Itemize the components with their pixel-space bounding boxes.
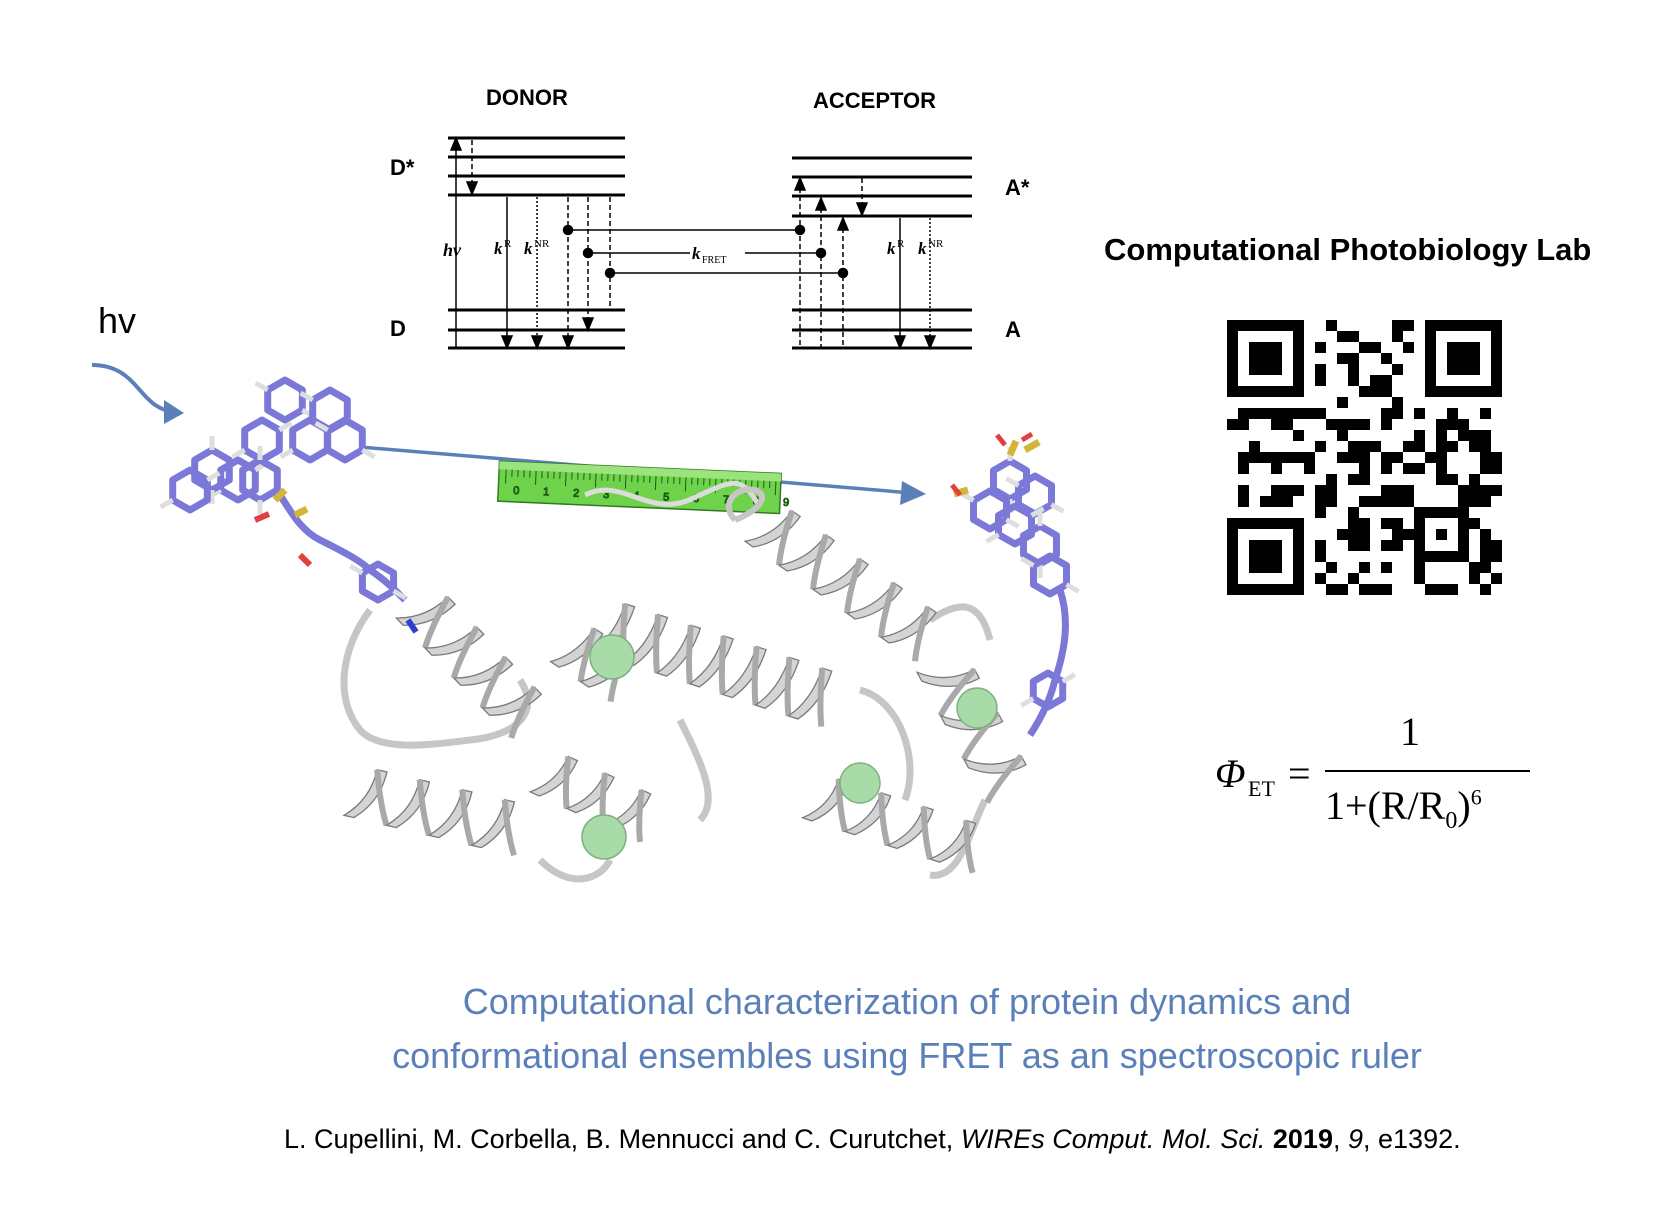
alpha-helix [589, 602, 833, 727]
fret-couplings [562, 224, 849, 279]
kr-acceptor-label: k [887, 239, 896, 258]
fret-arrowhead-icon [900, 481, 926, 505]
helices [342, 509, 1027, 874]
kfret-label: k [692, 244, 701, 263]
formula-denominator: 1+(R/R0)6 [1325, 782, 1482, 835]
acceptor-transitions [793, 176, 937, 350]
knr-donor-label: k [524, 239, 533, 258]
citation-article: , e1392. [1363, 1124, 1461, 1154]
alpha-helix [528, 755, 652, 843]
calcium-ions [581, 634, 998, 860]
alpha-helix [743, 509, 938, 662]
qr-code [1227, 320, 1502, 595]
acceptor-dye-molecule [950, 431, 1080, 737]
knr-donor-sup: NR [534, 238, 550, 250]
citation-authors: L. Cupellini, M. Corbella, B. Mennucci a… [284, 1124, 961, 1154]
caption-line-1: Computational characterization of protei… [462, 981, 1352, 1022]
kfret-sub: FRET [702, 255, 726, 266]
ruler-tick-label: 2 [573, 487, 580, 499]
caption-line-2: conformational ensembles using FRET as a… [392, 1035, 1422, 1076]
acceptor-label: ACCEPTOR [813, 88, 936, 113]
kr-donor-label: k [494, 239, 503, 258]
donor-dye-molecule [159, 376, 419, 634]
formula-numerator: 1 [1400, 709, 1420, 754]
excitation-arrowhead-icon [164, 400, 184, 424]
ruler-tick-label: 1 [543, 486, 550, 498]
citation: L. Cupellini, M. Corbella, B. Mennucci a… [284, 1124, 1461, 1154]
knr-acceptor-sup: NR [928, 238, 944, 250]
formula-lhs: Φ [1215, 751, 1246, 796]
citation-volume: 9 [1347, 1124, 1364, 1154]
donor-label: DONOR [486, 85, 568, 110]
denominator-exponent: 6 [1470, 784, 1482, 810]
ruler-tick-label: 7 [723, 494, 730, 506]
formula-equals: = [1288, 751, 1311, 796]
acceptor-excited-label: A* [1005, 175, 1030, 200]
alpha-helix [342, 768, 517, 857]
lab-title: Computational Photobiology Lab [1104, 232, 1592, 267]
denominator-base: 1+(R/R [1325, 783, 1446, 828]
citation-year: 2019 [1272, 1124, 1333, 1154]
acceptor-ground-label: A [1005, 317, 1021, 342]
ruler-tick-label: 9 [783, 497, 790, 509]
fraction-bar [1325, 770, 1530, 772]
ruler-tick-label: 3 [603, 489, 610, 501]
denominator-subscript: 0 [1445, 808, 1458, 834]
donor-ground-label: D [390, 316, 406, 341]
kr-acceptor-sup: R [897, 238, 905, 250]
denominator-close: ) [1457, 783, 1471, 828]
knr-acceptor-label: k [918, 239, 927, 258]
jablonski-diagram: DONOR ACCEPTOR D* D A* A [390, 85, 1030, 350]
alpha-helix [800, 778, 977, 874]
hv-rate-label: hv [443, 240, 462, 260]
alpha-helix [394, 595, 543, 739]
formula-lhs-subscript: ET [1248, 776, 1275, 801]
acceptor-levels [792, 156, 972, 350]
ruler-tick-label: 5 [663, 491, 670, 503]
kr-donor-sup: R [504, 238, 512, 250]
protein-structure [340, 486, 994, 883]
donor-excited-label: D* [390, 155, 415, 180]
excitation-label: hv [98, 300, 137, 341]
citation-journal: WIREs Comput. Mol. Sci. [960, 1124, 1266, 1154]
ruler-tick-label: 0 [513, 485, 520, 497]
excitation-arrow [91, 363, 177, 414]
donor-transitions [449, 136, 611, 350]
fret-efficiency-formula: Φ ET = 1 1+(R/R0)6 [1200, 708, 1540, 838]
